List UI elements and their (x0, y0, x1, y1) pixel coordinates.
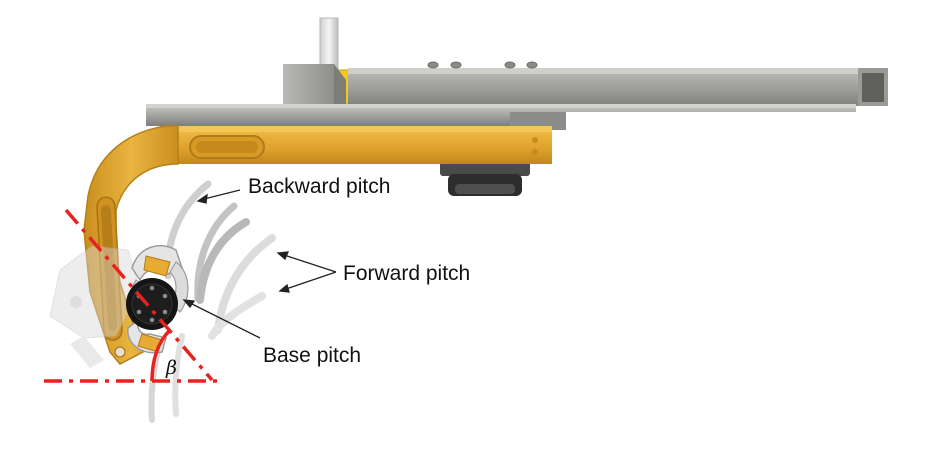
forward-arc-lower (208, 292, 266, 340)
arrow-head (278, 283, 290, 293)
gripper-assembly (126, 245, 189, 354)
base-pitch-label: Base pitch (263, 344, 361, 367)
top-rail-assembly (146, 17, 888, 130)
arrow-head (276, 251, 290, 261)
forward-arc-upper (214, 234, 276, 334)
annotation-arrows (182, 189, 337, 339)
long-rail (348, 68, 888, 106)
gold-curved-arm (83, 125, 179, 365)
gold-frame (140, 126, 552, 164)
angle-reference-line (64, 208, 214, 382)
arrow-head (196, 193, 208, 204)
reference-lines (44, 208, 218, 383)
rail-bolts (427, 61, 538, 69)
backward-pitch-label: Backward pitch (248, 175, 390, 198)
motor-housing (440, 162, 530, 196)
arrow-head (182, 299, 196, 309)
beta-angle-label: β (165, 357, 177, 379)
forward-pitch-label: Forward pitch (343, 262, 470, 285)
hub-bolts (136, 285, 168, 323)
base-plate (146, 104, 856, 126)
angle-arc (150, 328, 172, 382)
base-arc (196, 218, 250, 304)
